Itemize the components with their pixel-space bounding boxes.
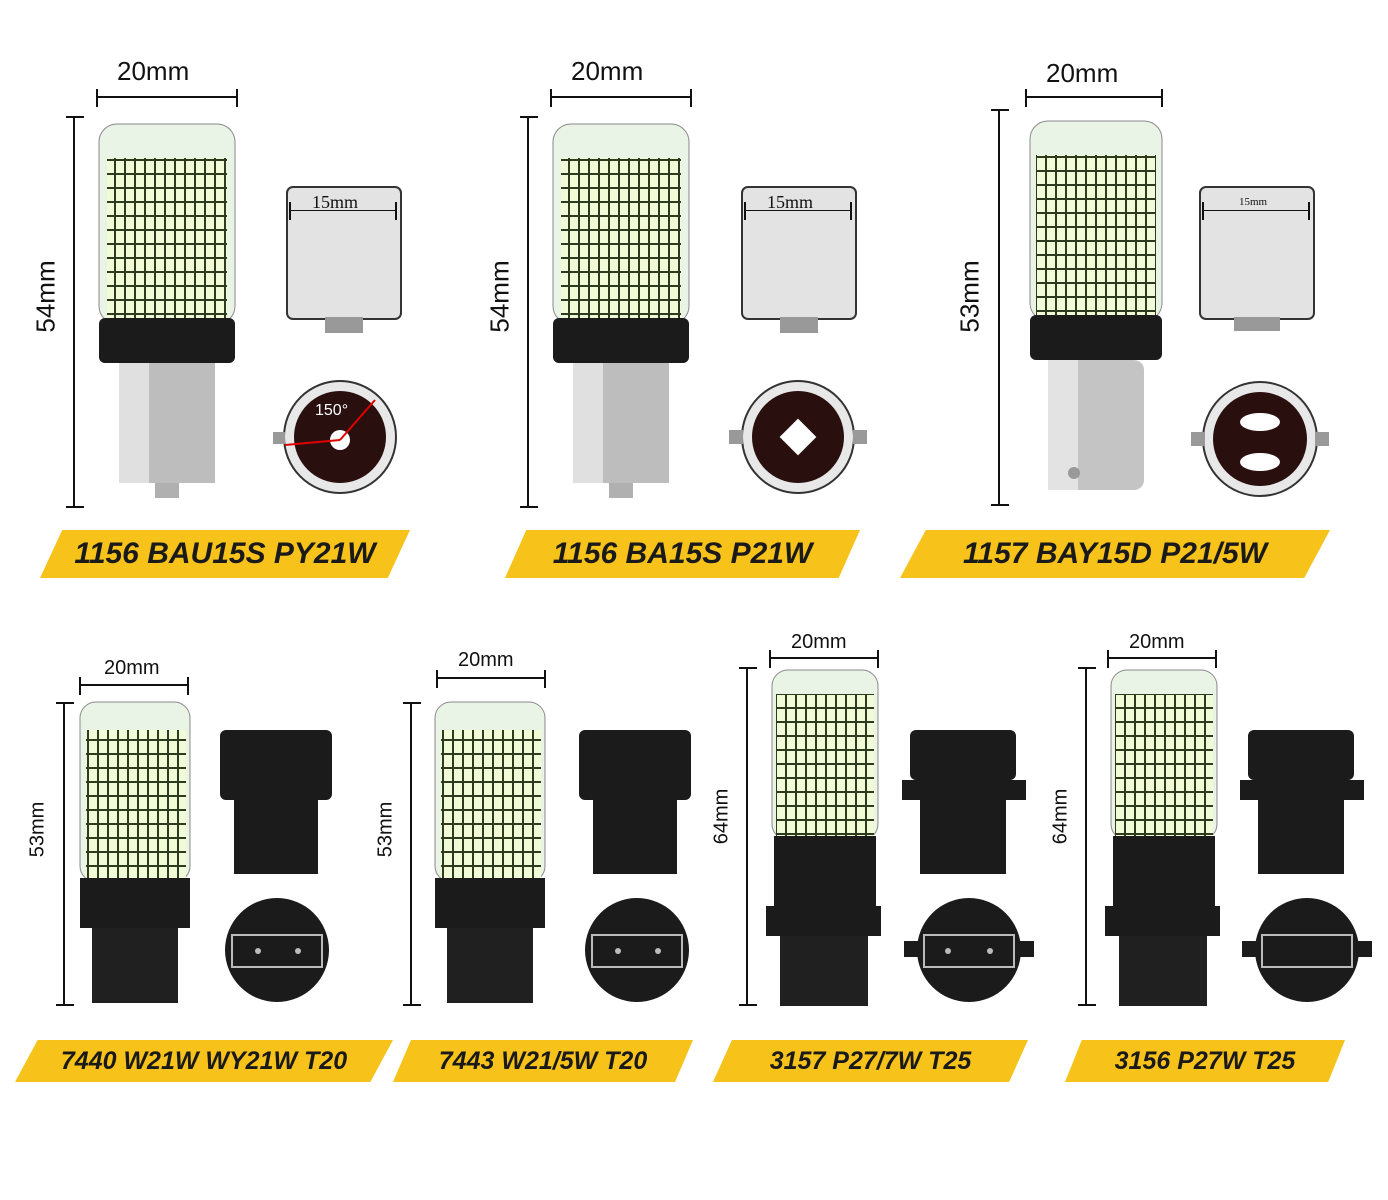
base-side-view — [1240, 730, 1364, 874]
base-dimension-line — [289, 202, 397, 220]
height-dimension-line — [66, 116, 84, 508]
bottom-view-image — [1191, 381, 1329, 497]
height-label: 54mm — [484, 260, 515, 333]
base-side-view — [286, 186, 402, 333]
width-label: 20mm — [458, 649, 514, 671]
base-side-view — [579, 730, 691, 874]
model-banner: 1157 BAY15D P21/5W — [900, 530, 1330, 578]
height-label: 53mm — [374, 801, 397, 858]
model-banner: 3157 P27/7W T25 — [713, 1040, 1028, 1082]
model-label: 1156 BAU15S PY21W — [74, 537, 376, 570]
height-label: 53mm — [26, 801, 49, 858]
model-label: 3157 P27/7W T25 — [769, 1046, 972, 1075]
width-dimension-line — [436, 670, 546, 688]
base-label: 15mm — [767, 192, 814, 212]
height-label: 54mm — [30, 260, 61, 333]
model-label: 1157 BAY15D P21/5W — [962, 537, 1268, 570]
model-label: 7440 W21W WY21W T20 — [60, 1046, 348, 1075]
model-label: 3156 P27W T25 — [1114, 1046, 1296, 1075]
base-side-view — [1199, 186, 1315, 331]
model-label: 1156 BA15S P21W — [552, 537, 813, 570]
led-bulb-image — [1105, 669, 1220, 1006]
led-bulb-image — [1029, 120, 1163, 490]
width-label: 20mm — [104, 657, 160, 679]
height-label: 64mm — [1049, 788, 1072, 845]
base-label: 15mm — [1239, 196, 1268, 208]
height-dimension-line — [403, 702, 421, 1006]
width-dimension-line — [96, 89, 238, 107]
height-dimension-line — [991, 109, 1009, 506]
base-side-view — [902, 730, 1026, 874]
bottom-view-image — [1242, 898, 1372, 1002]
base-dimension-line — [1202, 202, 1310, 220]
width-dimension-line — [550, 89, 692, 107]
width-dimension-line — [1025, 89, 1163, 107]
bottom-view-image — [729, 380, 867, 494]
height-label: 64mm — [710, 788, 733, 845]
led-bulb-image — [98, 123, 236, 498]
led-bulb-image — [434, 701, 546, 1003]
bottom-view-image — [585, 898, 689, 1002]
base-label: 15mm — [312, 192, 359, 212]
model-banner: 1156 BAU15S PY21W — [40, 530, 410, 578]
model-banner: 3156 P27W T25 — [1065, 1040, 1345, 1082]
model-banner: 7443 W21/5W T20 — [393, 1040, 693, 1082]
base-dimension-line — [744, 202, 852, 220]
base-side-view — [741, 186, 857, 333]
model-banner: 7440 W21W WY21W T20 — [15, 1040, 393, 1082]
led-bulb-image — [79, 701, 191, 1003]
width-dimension-line — [79, 677, 189, 695]
width-label: 20mm — [571, 56, 644, 86]
bottom-view-image — [904, 898, 1034, 1002]
model-label: 7443 W21/5W T20 — [438, 1046, 648, 1075]
width-label: 20mm — [1046, 58, 1119, 88]
height-label: 53mm — [954, 260, 985, 333]
base-side-view — [220, 730, 332, 874]
width-label: 20mm — [791, 631, 847, 653]
width-label: 20mm — [1129, 631, 1185, 653]
led-bulb-image — [766, 669, 881, 1006]
angle-label: 150° — [315, 402, 349, 419]
height-dimension-line — [520, 116, 538, 508]
width-label: 20mm — [117, 56, 190, 86]
led-bulb-image — [552, 123, 690, 498]
model-banner: 1156 BA15S P21W — [505, 530, 860, 578]
bottom-view-image — [273, 380, 397, 494]
bottom-view-image — [225, 898, 329, 1002]
width-dimension-line — [769, 650, 879, 668]
width-dimension-line — [1107, 650, 1217, 668]
height-dimension-line — [739, 667, 757, 1006]
height-dimension-line — [56, 702, 74, 1006]
height-dimension-line — [1078, 667, 1096, 1006]
